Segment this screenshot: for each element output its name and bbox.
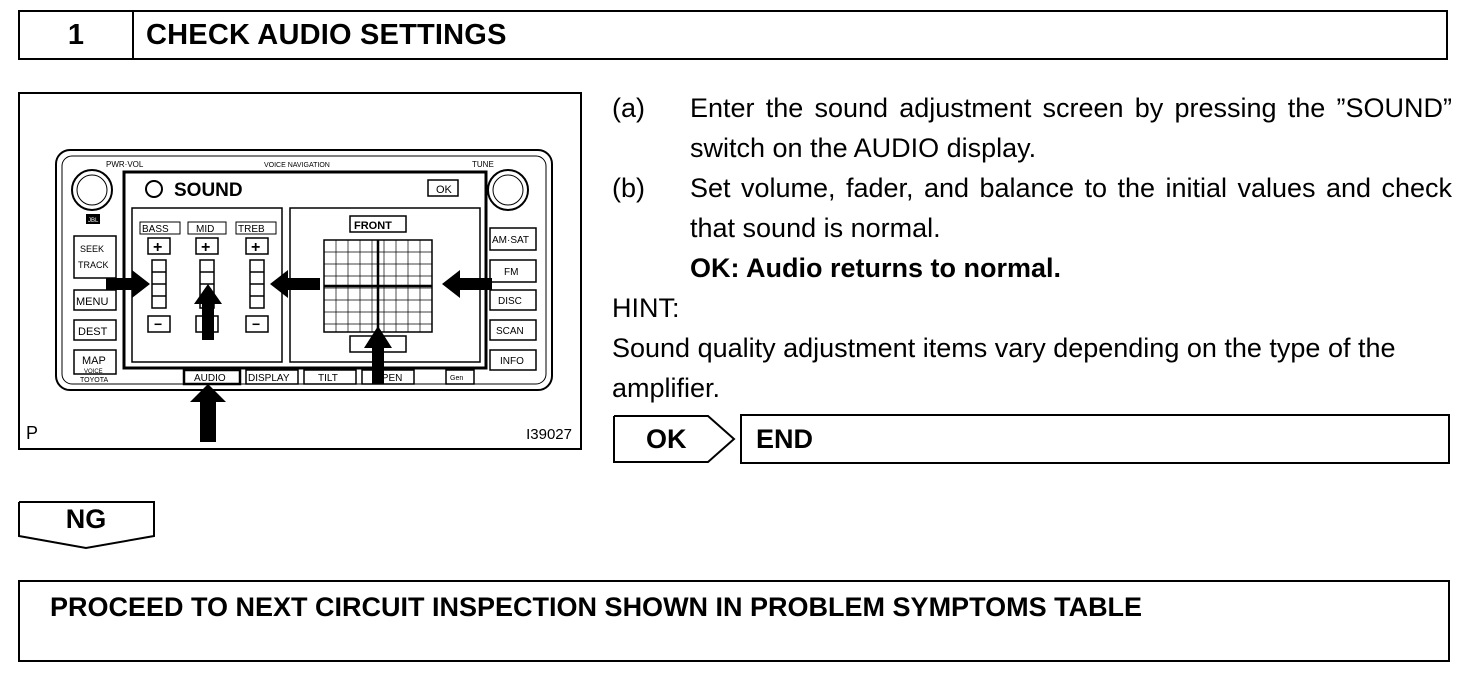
audio-unit-illustration: PWR·VOL VOICE NAVIGATION TUNE JBL SOUND …	[55, 149, 553, 442]
figure-ref-id: I39027	[526, 426, 572, 443]
brand-label: TOYOTA	[80, 377, 108, 384]
treb-minus: −	[252, 316, 260, 332]
ok-screen-button	[427, 179, 459, 197]
voice-navigation-label: VOICE NAVIGATION	[264, 162, 330, 169]
ok-arrow-shape	[613, 415, 736, 463]
treb-plus: +	[251, 239, 260, 256]
sound-icon	[145, 180, 163, 198]
ok-label: OK	[646, 423, 687, 454]
instruction-a-text: Enter the sound adjustment screen by pre…	[690, 93, 1452, 163]
bass-label: BASS	[142, 224, 169, 235]
track-label: TRACK	[78, 260, 109, 270]
info-button: INFO	[500, 356, 524, 367]
end-box: END	[740, 414, 1450, 464]
voice-label: VOICE	[84, 369, 103, 375]
ok-screen-label: OK	[436, 184, 453, 196]
bottom-tabs	[182, 368, 475, 386]
front-label: FRONT	[354, 220, 392, 232]
step-header: 1 CHECK AUDIO SETTINGS	[18, 10, 1448, 60]
open-tab: OPEN	[374, 373, 402, 384]
audio-display-figure: PWR·VOL VOICE NAVIGATION TUNE JBL SOUND …	[18, 92, 582, 450]
ng-branch: NG	[18, 500, 158, 550]
am-sat-button: AM·SAT	[492, 235, 529, 246]
scan-button: SCAN	[496, 326, 524, 337]
seek-label: SEEK	[80, 244, 104, 254]
step-title: CHECK AUDIO SETTINGS	[146, 18, 507, 51]
fm-button: FM	[504, 267, 518, 278]
tune-label: TUNE	[472, 160, 494, 169]
jbl-label: JBL	[88, 218, 99, 224]
instruction-b-text: Set volume, fader, and balance to the in…	[690, 173, 1452, 243]
fader-balance-grid	[323, 239, 433, 333]
display-tab: DISPLAY	[248, 373, 290, 384]
indicator-arrows	[106, 270, 492, 442]
instruction-a: (a) Enter the sound adjustment screen by…	[612, 88, 1452, 168]
left-hard-buttons	[73, 235, 117, 375]
pwr-vol-knob	[71, 169, 113, 211]
audio-tab: AUDIO	[194, 373, 226, 384]
arrow-mid	[194, 284, 222, 340]
ok-result: OK: Audio returns to normal.	[690, 253, 1061, 283]
arrow-audio-tab	[190, 384, 226, 442]
instruction-a-label: (a)	[612, 93, 645, 123]
ng-label: NG	[65, 504, 107, 534]
tune-knob	[487, 169, 529, 211]
arrow-bass	[106, 270, 150, 298]
ok-branch: OK END	[612, 414, 1450, 464]
proceed-box: PROCEED TO NEXT CIRCUIT INSPECTION SHOWN…	[18, 580, 1450, 662]
arrow-balance	[442, 270, 492, 298]
figure-ref-letter: P	[26, 423, 39, 443]
bass-minus: −	[154, 316, 162, 332]
sound-title: SOUND	[174, 180, 243, 201]
hint-text: Sound quality adjustment items vary depe…	[612, 333, 1396, 403]
gen-button: Gen	[450, 375, 463, 382]
screen-frame	[122, 170, 488, 370]
right-hard-buttons	[489, 227, 537, 371]
arrow-treb	[270, 270, 320, 298]
plus-buttons: + + +	[147, 237, 269, 256]
menu-button: MENU	[76, 296, 108, 308]
step-number: 1	[20, 12, 134, 58]
jbl-badge	[86, 214, 100, 224]
instructions: (a) Enter the sound adjustment screen by…	[612, 88, 1452, 408]
mid-label: MID	[196, 224, 214, 235]
treb-label: TREB	[238, 224, 265, 235]
hint-label: HINT:	[612, 293, 680, 323]
pwr-vol-label: PWR·VOL	[106, 160, 144, 169]
disc-button: DISC	[498, 296, 522, 307]
bass-plus: +	[153, 239, 162, 256]
dest-button: DEST	[78, 326, 108, 338]
ng-arrow-shape	[18, 501, 155, 550]
instruction-b: (b) Set volume, fader, and balance to th…	[612, 168, 1452, 248]
instruction-b-label: (b)	[612, 173, 645, 203]
tilt-tab: TILT	[318, 373, 338, 384]
mid-plus: +	[201, 239, 210, 256]
map-button: MAP	[82, 355, 106, 367]
bezel-outline	[55, 149, 553, 391]
arrow-fader	[364, 326, 392, 384]
